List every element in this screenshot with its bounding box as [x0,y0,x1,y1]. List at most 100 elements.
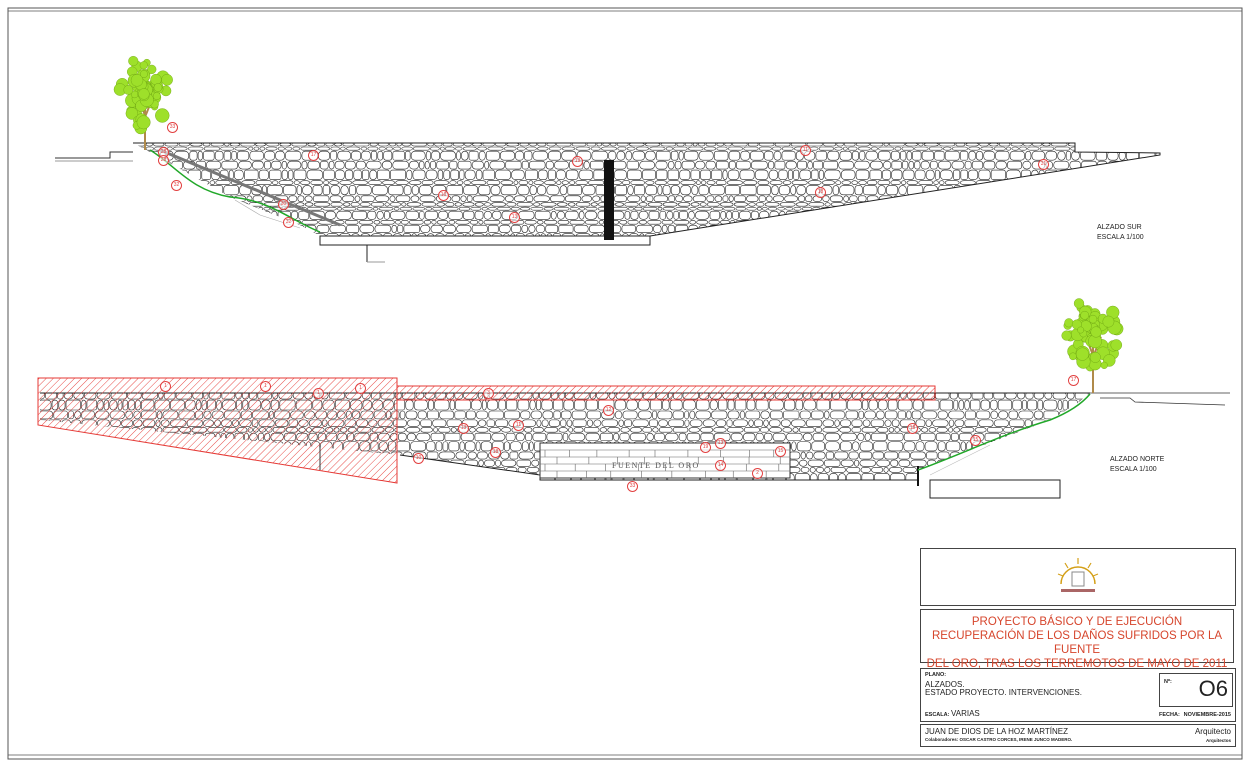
stone [700,432,714,442]
stone [978,419,994,427]
stone [627,169,642,181]
stone [1015,219,1029,225]
stone [654,180,667,185]
stone [237,210,243,220]
stone [920,224,932,233]
stone [325,210,336,220]
stone [133,195,135,202]
stone [352,210,367,220]
stone [645,185,658,196]
stone [289,242,301,251]
stone [220,146,235,151]
stone [1096,180,1111,185]
stone [1074,169,1083,181]
stone [872,451,884,460]
stone [133,180,142,185]
stone [460,195,467,202]
stone [914,146,929,151]
stone [40,451,44,460]
stone [1064,242,1074,251]
stone [860,467,871,473]
stone [836,143,844,147]
stone [947,206,964,211]
stone [1045,432,1057,442]
stone [198,224,206,233]
stone [1083,146,1098,151]
stone [439,410,455,420]
stone [1148,202,1160,207]
stone [1032,185,1043,196]
stone [758,146,772,151]
stone [268,219,275,225]
stone [812,432,825,442]
stone [152,467,167,473]
stone [334,143,343,147]
stone [768,399,784,411]
stone [529,160,546,170]
stone [825,451,834,460]
stone [768,242,778,251]
stone [999,467,1015,473]
stone [934,150,945,161]
stone [722,169,728,181]
stone [1060,210,1067,220]
stone [1089,451,1090,460]
stone [272,180,279,185]
stone [145,146,154,151]
stone [793,169,800,181]
stone [575,180,588,185]
stone [235,202,249,207]
stone [152,233,167,236]
stone [346,224,360,233]
stone [519,143,529,147]
stone [908,242,915,251]
stone [407,419,420,427]
stone [1158,224,1160,233]
stone [1021,206,1030,211]
stone [1062,195,1070,202]
stone [346,146,361,151]
stone [313,202,331,207]
stone [235,242,243,251]
stone [1057,150,1066,161]
stone [265,467,272,473]
stone [968,146,981,151]
stone [757,242,767,251]
stone [852,441,860,452]
stone [45,459,54,467]
stone [715,180,727,185]
stone [409,219,424,225]
stone [757,180,770,185]
stone [921,150,934,161]
stone [1139,143,1151,147]
stone [959,150,969,161]
stone [582,185,596,196]
stone [546,242,552,251]
stone [1072,419,1089,427]
fountain-inscription: FUENTE DEL ORO [612,461,700,470]
stone [537,143,547,147]
stone [662,206,676,211]
stone [1006,202,1023,207]
stone [260,233,270,236]
stone [867,202,883,207]
stone [417,410,427,420]
stone [935,219,949,225]
callout-marker: 13 [715,438,726,449]
stone [456,180,464,185]
stone [1054,146,1070,151]
stone [1002,185,1008,196]
stone [440,146,445,151]
stone [980,399,990,411]
stone [1047,467,1053,473]
stone [308,242,316,251]
stone [626,160,639,170]
stone [1023,459,1030,467]
stone [561,146,576,151]
stone [343,202,351,207]
stone [1068,473,1082,480]
stone [283,185,297,196]
stone [503,233,510,236]
stone [859,219,871,225]
stone [811,441,825,452]
